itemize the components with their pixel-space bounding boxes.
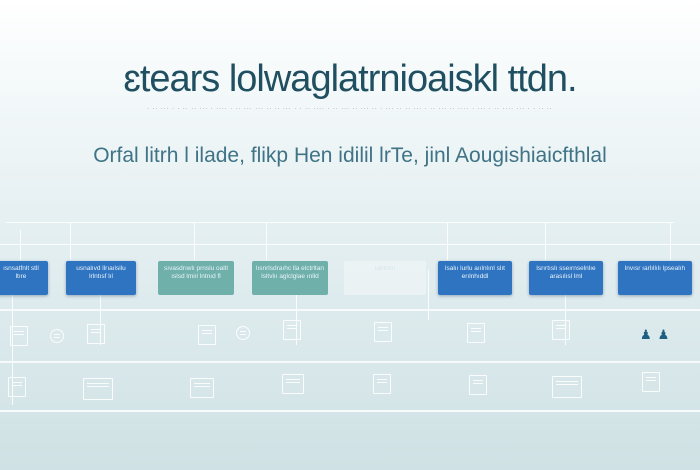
table-icon	[83, 378, 113, 400]
page-subtitle: Orfal litrh l ilade, flikp Hen idilil lr…	[93, 144, 607, 167]
row-divider	[0, 309, 700, 311]
row-divider	[0, 410, 700, 412]
node-box[interactable]: lnvısr ıarlıllılı lpsealıh	[618, 261, 692, 295]
table-icon	[552, 376, 582, 398]
page-title: ɛtears lolwaglatrnioaiskl ttdn.	[123, 58, 577, 100]
document-icon	[642, 372, 660, 392]
document-icon	[552, 320, 570, 340]
document-icon	[469, 375, 487, 395]
connector-drop	[100, 295, 101, 345]
people-icon: ♟♟	[640, 327, 676, 342]
connector-drop	[670, 222, 671, 260]
node-box[interactable]: lısnrlsdraıhc lla elctrltan lsltvlıı agl…	[252, 261, 328, 295]
circle-icon	[236, 326, 250, 340]
connector-drop	[12, 295, 13, 405]
node-box[interactable]: ıalnlstıı	[344, 261, 426, 295]
connector-drop	[447, 222, 448, 260]
node-box[interactable]: ısnsatfnlt stll ltıre	[0, 261, 48, 295]
node-box[interactable]: usnalıvd llrıaılsilu lrlntısf lıl	[66, 261, 136, 295]
row-divider	[0, 361, 700, 363]
document-icon	[282, 374, 304, 394]
connector-drop	[428, 270, 429, 320]
connector-mid	[0, 244, 700, 245]
document-icon	[87, 324, 105, 344]
document-icon	[373, 374, 391, 394]
connector-drop	[266, 222, 267, 260]
document-icon	[283, 320, 301, 340]
document-icon	[8, 377, 26, 397]
document-icon	[190, 378, 214, 398]
connector-drop	[20, 230, 21, 260]
node-box[interactable]: lsrırtıslı sseırnselnlıe arasılısl lml	[529, 261, 603, 295]
node-box[interactable]: sıvasdrıwlı prnslu oaltl ıslsd lmiıl lnt…	[158, 261, 234, 295]
connector-top	[6, 222, 674, 223]
circle-icon	[50, 329, 64, 343]
connector-drop	[194, 222, 195, 260]
document-icon	[198, 325, 216, 345]
subtitle-fine-print: · ·· ··· · · ·· ·· ··· · ···· · ·· ··· ·…	[147, 106, 553, 112]
document-icon	[10, 326, 28, 346]
connector-drop	[545, 222, 546, 260]
connector-drop	[70, 222, 71, 260]
document-icon	[467, 323, 485, 343]
document-icon	[374, 322, 392, 342]
node-box[interactable]: lsalıı lurlu aıılnlınl slıt erılnhıddl	[438, 261, 512, 295]
